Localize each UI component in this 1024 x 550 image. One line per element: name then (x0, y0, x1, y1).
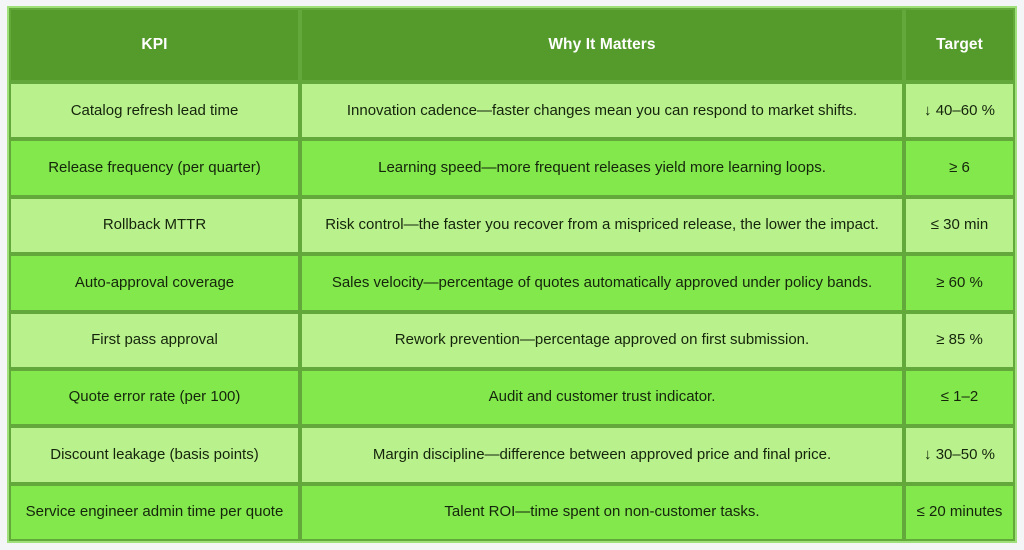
cell-kpi: Auto-approval coverage (9, 254, 300, 312)
table-body: Catalog refresh lead time Innovation cad… (9, 82, 1015, 541)
cell-target: ≥ 85 % (904, 311, 1015, 369)
table-header-row: KPI Why It Matters Target (9, 8, 1015, 82)
cell-kpi: Service engineer admin time per quote (9, 483, 300, 541)
kpi-table: KPI Why It Matters Target Catalog refres… (7, 6, 1017, 543)
cell-why-it-matters: Learning speed—more frequent releases yi… (300, 139, 904, 197)
table-row: Auto-approval coverage Sales velocity—pe… (9, 254, 1015, 312)
table-row: Rollback MTTR Risk control—the faster yo… (9, 196, 1015, 255)
table-row: Release frequency (per quarter) Learning… (9, 139, 1015, 197)
cell-target: ↓ 40–60 % (904, 82, 1015, 140)
cell-target: ≥ 6 (904, 139, 1015, 197)
cell-kpi: Discount leakage (basis points) (9, 426, 300, 484)
column-header-target: Target (904, 8, 1015, 82)
column-header-kpi: KPI (9, 8, 300, 82)
cell-target: ≤ 30 min (904, 196, 1015, 255)
cell-why-it-matters: Innovation cadence—faster changes mean y… (300, 82, 904, 140)
table-header: KPI Why It Matters Target (9, 8, 1015, 82)
table-row: Quote error rate (per 100) Audit and cus… (9, 368, 1015, 427)
column-header-why-it-matters: Why It Matters (300, 8, 904, 82)
cell-why-it-matters: Talent ROI—time spent on non-customer ta… (300, 483, 904, 541)
cell-target: ≥ 60 % (904, 254, 1015, 312)
cell-target: ≤ 1–2 (904, 368, 1015, 427)
cell-target: ↓ 30–50 % (904, 426, 1015, 484)
cell-kpi: Rollback MTTR (9, 196, 300, 255)
table-row: Discount leakage (basis points) Margin d… (9, 426, 1015, 484)
cell-why-it-matters: Sales velocity—percentage of quotes auto… (300, 254, 904, 312)
cell-kpi: Release frequency (per quarter) (9, 139, 300, 197)
cell-why-it-matters: Audit and customer trust indicator. (300, 368, 904, 427)
cell-why-it-matters: Rework prevention—percentage approved on… (300, 311, 904, 369)
cell-why-it-matters: Margin discipline—difference between app… (300, 426, 904, 484)
cell-why-it-matters: Risk control—the faster you recover from… (300, 196, 904, 255)
table-row: Catalog refresh lead time Innovation cad… (9, 82, 1015, 140)
cell-target: ≤ 20 minutes (904, 483, 1015, 541)
table-row: First pass approval Rework prevention—pe… (9, 311, 1015, 369)
cell-kpi: Quote error rate (per 100) (9, 368, 300, 427)
cell-kpi: First pass approval (9, 311, 300, 369)
cell-kpi: Catalog refresh lead time (9, 82, 300, 140)
table-row: Service engineer admin time per quote Ta… (9, 483, 1015, 541)
